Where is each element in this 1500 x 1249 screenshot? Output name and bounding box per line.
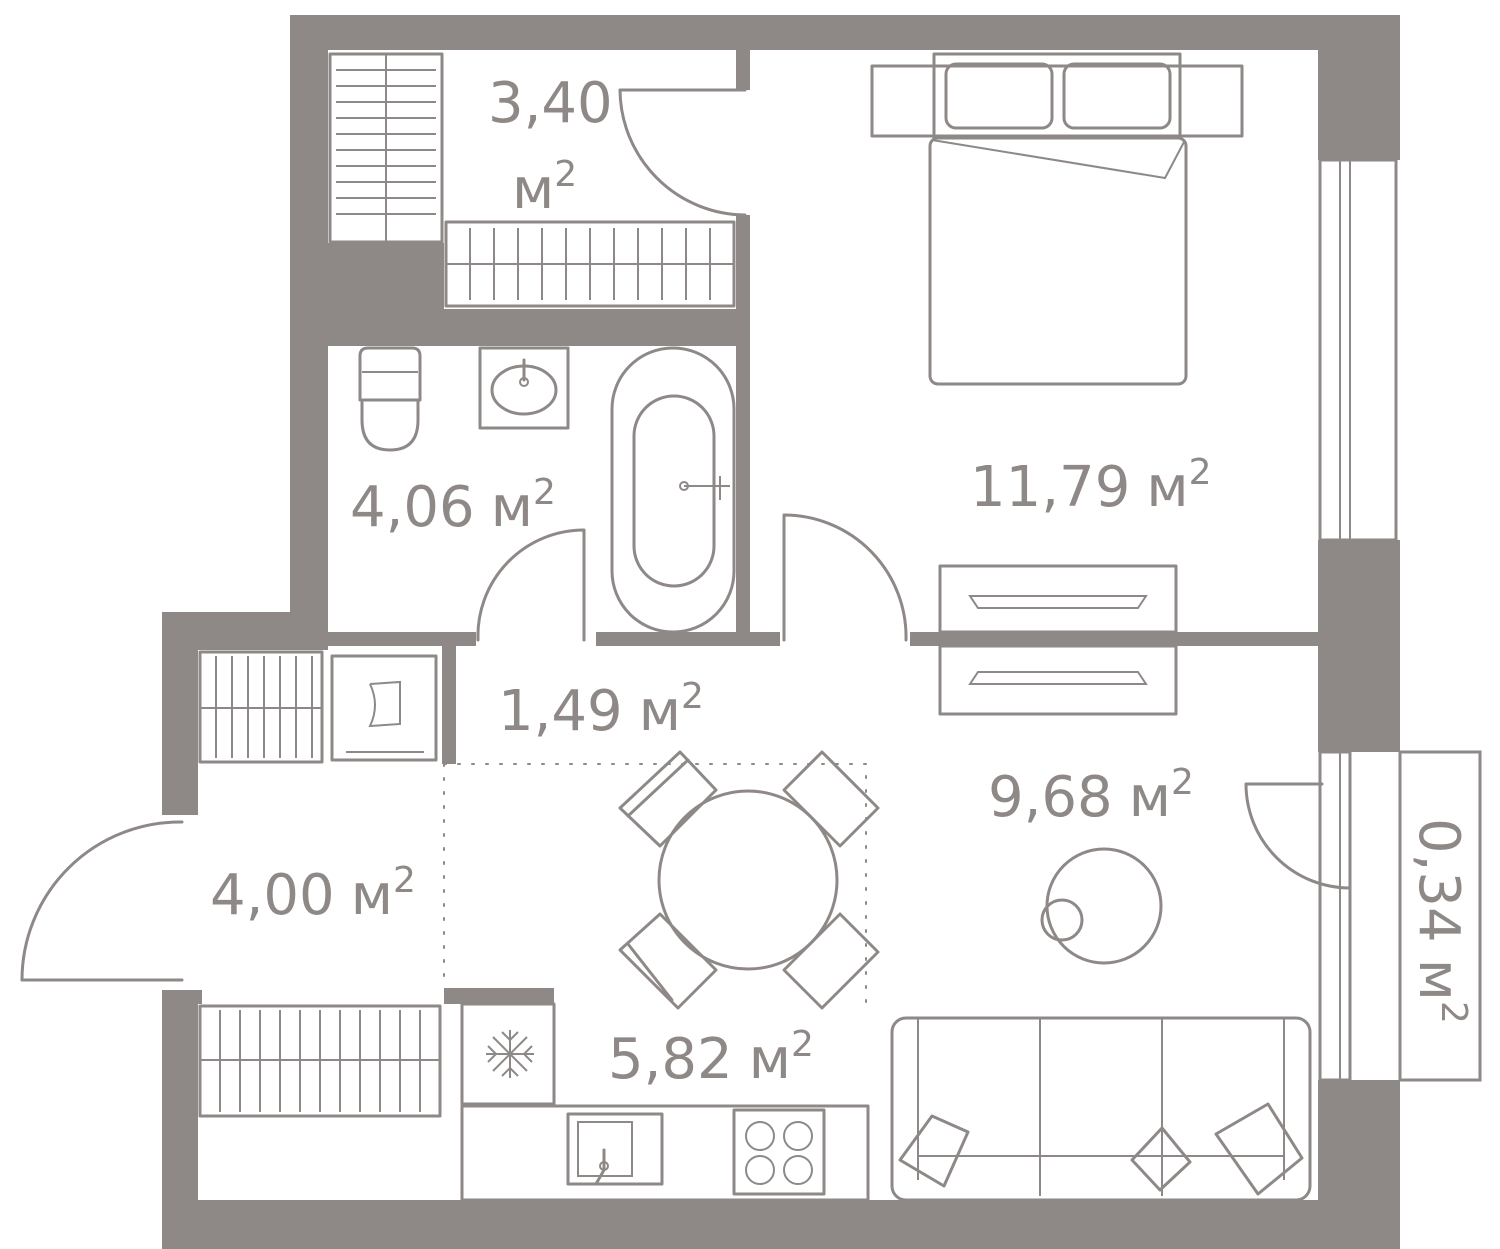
area-label-storage-unit: м2 <box>512 154 577 222</box>
walls <box>162 15 1400 1249</box>
bedroom-wall <box>910 632 1318 646</box>
chair-icon <box>618 750 718 848</box>
kitchen-sink-icon <box>566 1112 664 1186</box>
door-icon <box>20 820 184 982</box>
wardrobe-icon <box>444 220 736 308</box>
window-icon <box>1318 750 1352 1082</box>
coffee-table-icon <box>1040 847 1163 965</box>
toilet-icon <box>358 346 422 452</box>
dining-table-icon <box>618 750 880 1010</box>
storage-bottom-wall <box>328 243 444 309</box>
kitchen-wall <box>444 988 554 1004</box>
zone-divider <box>443 763 867 1005</box>
door-icon <box>1244 782 1352 890</box>
door-icon <box>476 528 586 642</box>
fridge-icon <box>460 1002 556 1106</box>
door-icon <box>782 513 908 642</box>
corridor-pillar <box>442 646 456 764</box>
dresser-icon <box>938 564 1178 634</box>
balcony-outline <box>1398 750 1482 1082</box>
dresser-icon <box>938 644 1178 716</box>
hall-wall-bottom <box>162 990 202 1004</box>
sofa-icon <box>890 1016 1312 1202</box>
pillow-icon <box>1130 1126 1192 1192</box>
storage-corridor-wall <box>328 309 750 346</box>
area-label-storage: 3,40 <box>488 71 613 136</box>
bath-right-wall <box>736 346 750 636</box>
bathtub-icon <box>610 346 736 634</box>
window-icon <box>1318 158 1398 542</box>
washing-machine-icon <box>330 654 438 762</box>
wardrobe-icon <box>328 52 444 244</box>
wardrobe-icon <box>198 1004 442 1118</box>
storage-right-wall <box>736 215 750 346</box>
storage-door-jamb <box>736 50 750 90</box>
pillow-icon <box>898 1114 970 1188</box>
door-icon <box>618 88 747 217</box>
pillow-icon <box>1214 1102 1304 1196</box>
chair-icon <box>782 912 880 1010</box>
bath-bottom-left-wall <box>328 632 476 646</box>
stove-icon <box>732 1108 826 1196</box>
bed-icon <box>870 52 1244 386</box>
wardrobe-icon <box>198 650 324 764</box>
bath-bottom-wall <box>596 632 780 646</box>
chair-icon <box>782 750 880 848</box>
area-label-balcony: 0,34м2 <box>1406 818 1474 1024</box>
kitchen-counter <box>460 1104 870 1202</box>
chair-icon <box>618 912 718 1010</box>
sink-icon <box>478 346 570 430</box>
